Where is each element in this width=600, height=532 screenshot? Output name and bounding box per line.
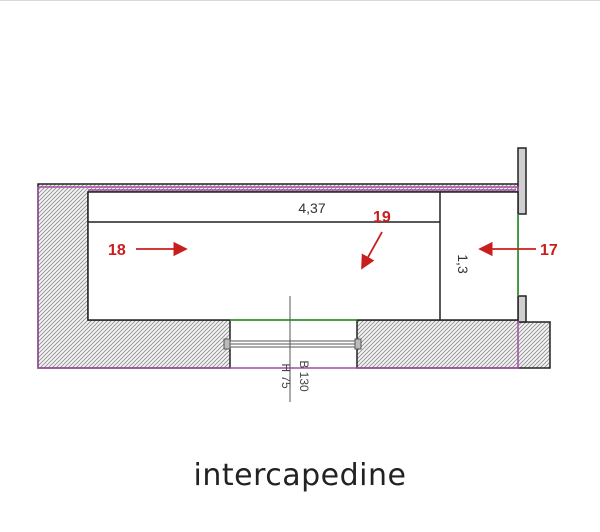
top-border — [0, 0, 600, 4]
wall-right-bottom — [356, 319, 551, 369]
caption: intercapedine — [193, 458, 407, 493]
marker-17-label: 17 — [540, 242, 558, 259]
marker-18: 18 — [108, 241, 188, 259]
marker-18-label: 18 — [108, 242, 126, 259]
wall-right-post-lower — [517, 295, 527, 323]
window-hinge-right — [354, 338, 362, 350]
room — [87, 191, 519, 321]
wall-right-post — [517, 147, 527, 215]
window-lines — [230, 214, 519, 321]
window-hinge-left — [223, 338, 231, 350]
marker-19-arrow — [361, 231, 383, 270]
window-symbol — [223, 296, 362, 402]
marker-17: 17 — [478, 241, 558, 259]
window-height-label: H 75 — [279, 363, 293, 389]
room-outline — [87, 191, 519, 321]
marker-19: 19 — [361, 209, 391, 270]
window-width-label: B 130 — [297, 360, 311, 392]
marker-19-label: 19 — [373, 209, 391, 226]
dimension-width: 1,3 — [455, 254, 471, 274]
dimension-length: 4,37 — [298, 200, 325, 216]
